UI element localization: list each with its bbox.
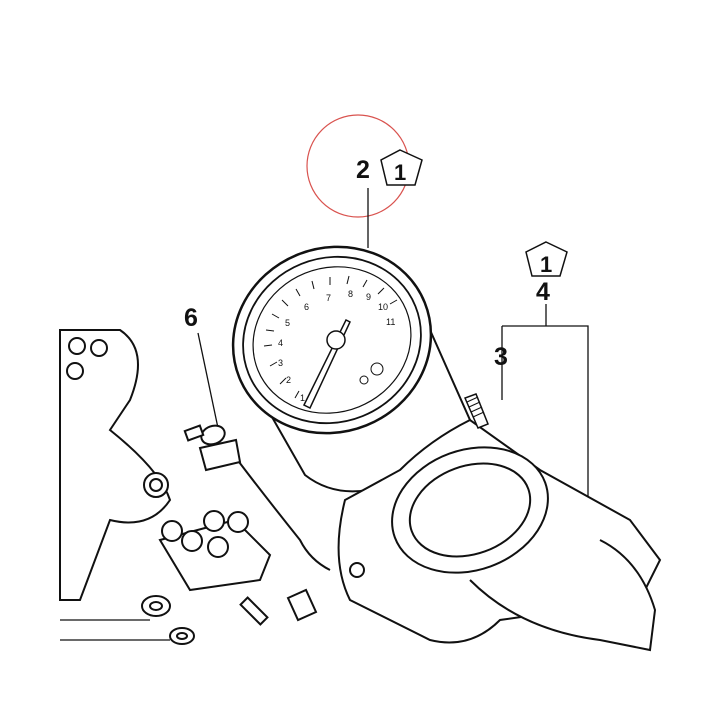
dial-number: 8 xyxy=(348,289,353,299)
dial-number: 6 xyxy=(304,302,309,312)
reference-tag-2: 1 xyxy=(394,160,407,185)
dial-number: 4 xyxy=(278,338,283,348)
dial-number: 5 xyxy=(285,318,290,328)
dial-number: 7 xyxy=(326,293,331,303)
dial-number: 2 xyxy=(286,375,291,385)
connector-block xyxy=(158,510,318,626)
dial-ticks xyxy=(263,275,398,399)
callout-4: 4 xyxy=(536,278,550,306)
tachometer-gauge: 1 2 3 4 5 6 7 8 9 10 11 xyxy=(231,245,472,493)
left-bracket xyxy=(59,329,172,601)
hardware xyxy=(60,595,195,645)
callout-2: 2 xyxy=(356,156,370,184)
callout-3: 3 xyxy=(494,343,508,371)
dial-number: 1 xyxy=(300,393,305,403)
reference-tag-4: 1 xyxy=(540,252,553,277)
reference-tag-shape xyxy=(380,149,423,186)
dial-number: 9 xyxy=(366,292,371,302)
dial-number: 3 xyxy=(278,358,283,368)
dial-number: 10 xyxy=(378,302,388,312)
reference-tag-shape xyxy=(525,241,568,277)
speedo-cable xyxy=(183,424,331,571)
leader-lines xyxy=(197,188,589,520)
mounting-bracket xyxy=(337,393,662,652)
dial-number: 11 xyxy=(386,317,395,327)
callout-6: 6 xyxy=(184,304,198,332)
